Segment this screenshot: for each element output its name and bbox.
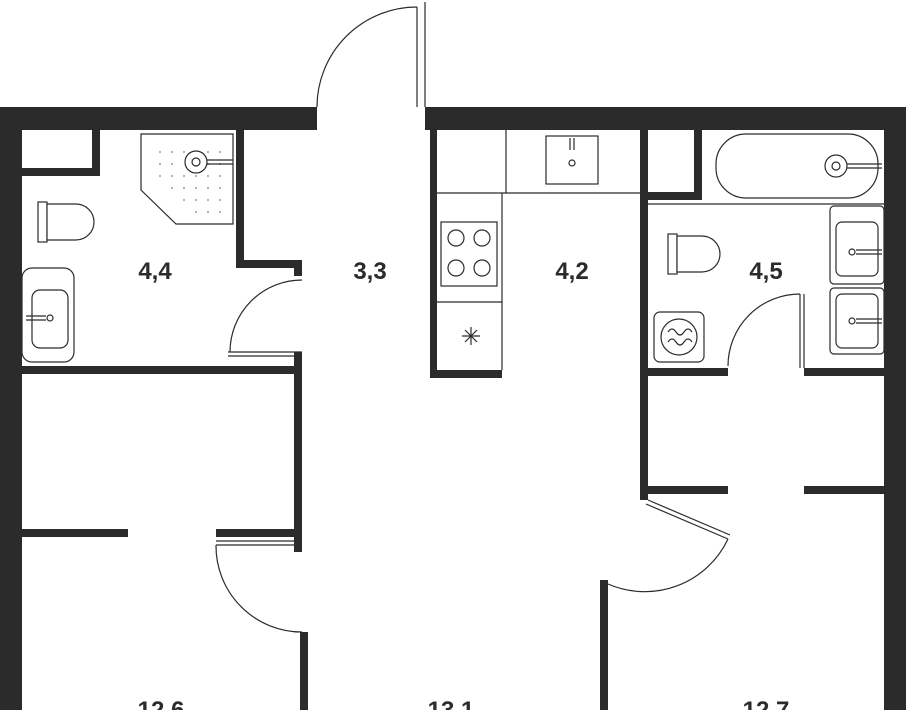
room-left-door <box>215 540 303 633</box>
exterior-walls <box>0 107 906 710</box>
sink-right-bottom-icon <box>829 287 885 355</box>
entrance-door <box>316 2 426 108</box>
sink-left-icon <box>21 267 75 363</box>
bathtub-icon <box>648 133 884 205</box>
kitchen-counter <box>437 130 640 370</box>
area-label-bathroom-right: 4,5 <box>749 258 782 285</box>
interior-walls <box>22 128 886 710</box>
fridge-icon <box>462 327 480 345</box>
area-label-room-right: 12,7 <box>743 697 790 710</box>
stove-icon <box>437 221 502 303</box>
bathroom-left-door <box>228 279 303 357</box>
area-label-bathroom-left: 4,4 <box>138 258 172 285</box>
bathroom-right-door <box>727 293 805 368</box>
washing-machine-icon <box>653 311 705 363</box>
area-label-hall: 3,3 <box>353 258 386 285</box>
area-label-kitchen: 4,2 <box>555 258 588 285</box>
toilet-left-icon <box>37 201 95 243</box>
kitchen-sink-icon <box>545 135 599 185</box>
toilet-right-icon <box>667 233 721 275</box>
sink-right-top-icon <box>829 205 885 285</box>
area-label-living: 13,1 <box>428 697 475 710</box>
area-label-room-left: 12,6 <box>138 697 185 710</box>
shower-icon <box>140 133 234 225</box>
area-labels: 4,4 3,3 4,2 4,5 12,6 13,1 12,7 <box>138 258 790 710</box>
room-right-door <box>607 499 731 593</box>
